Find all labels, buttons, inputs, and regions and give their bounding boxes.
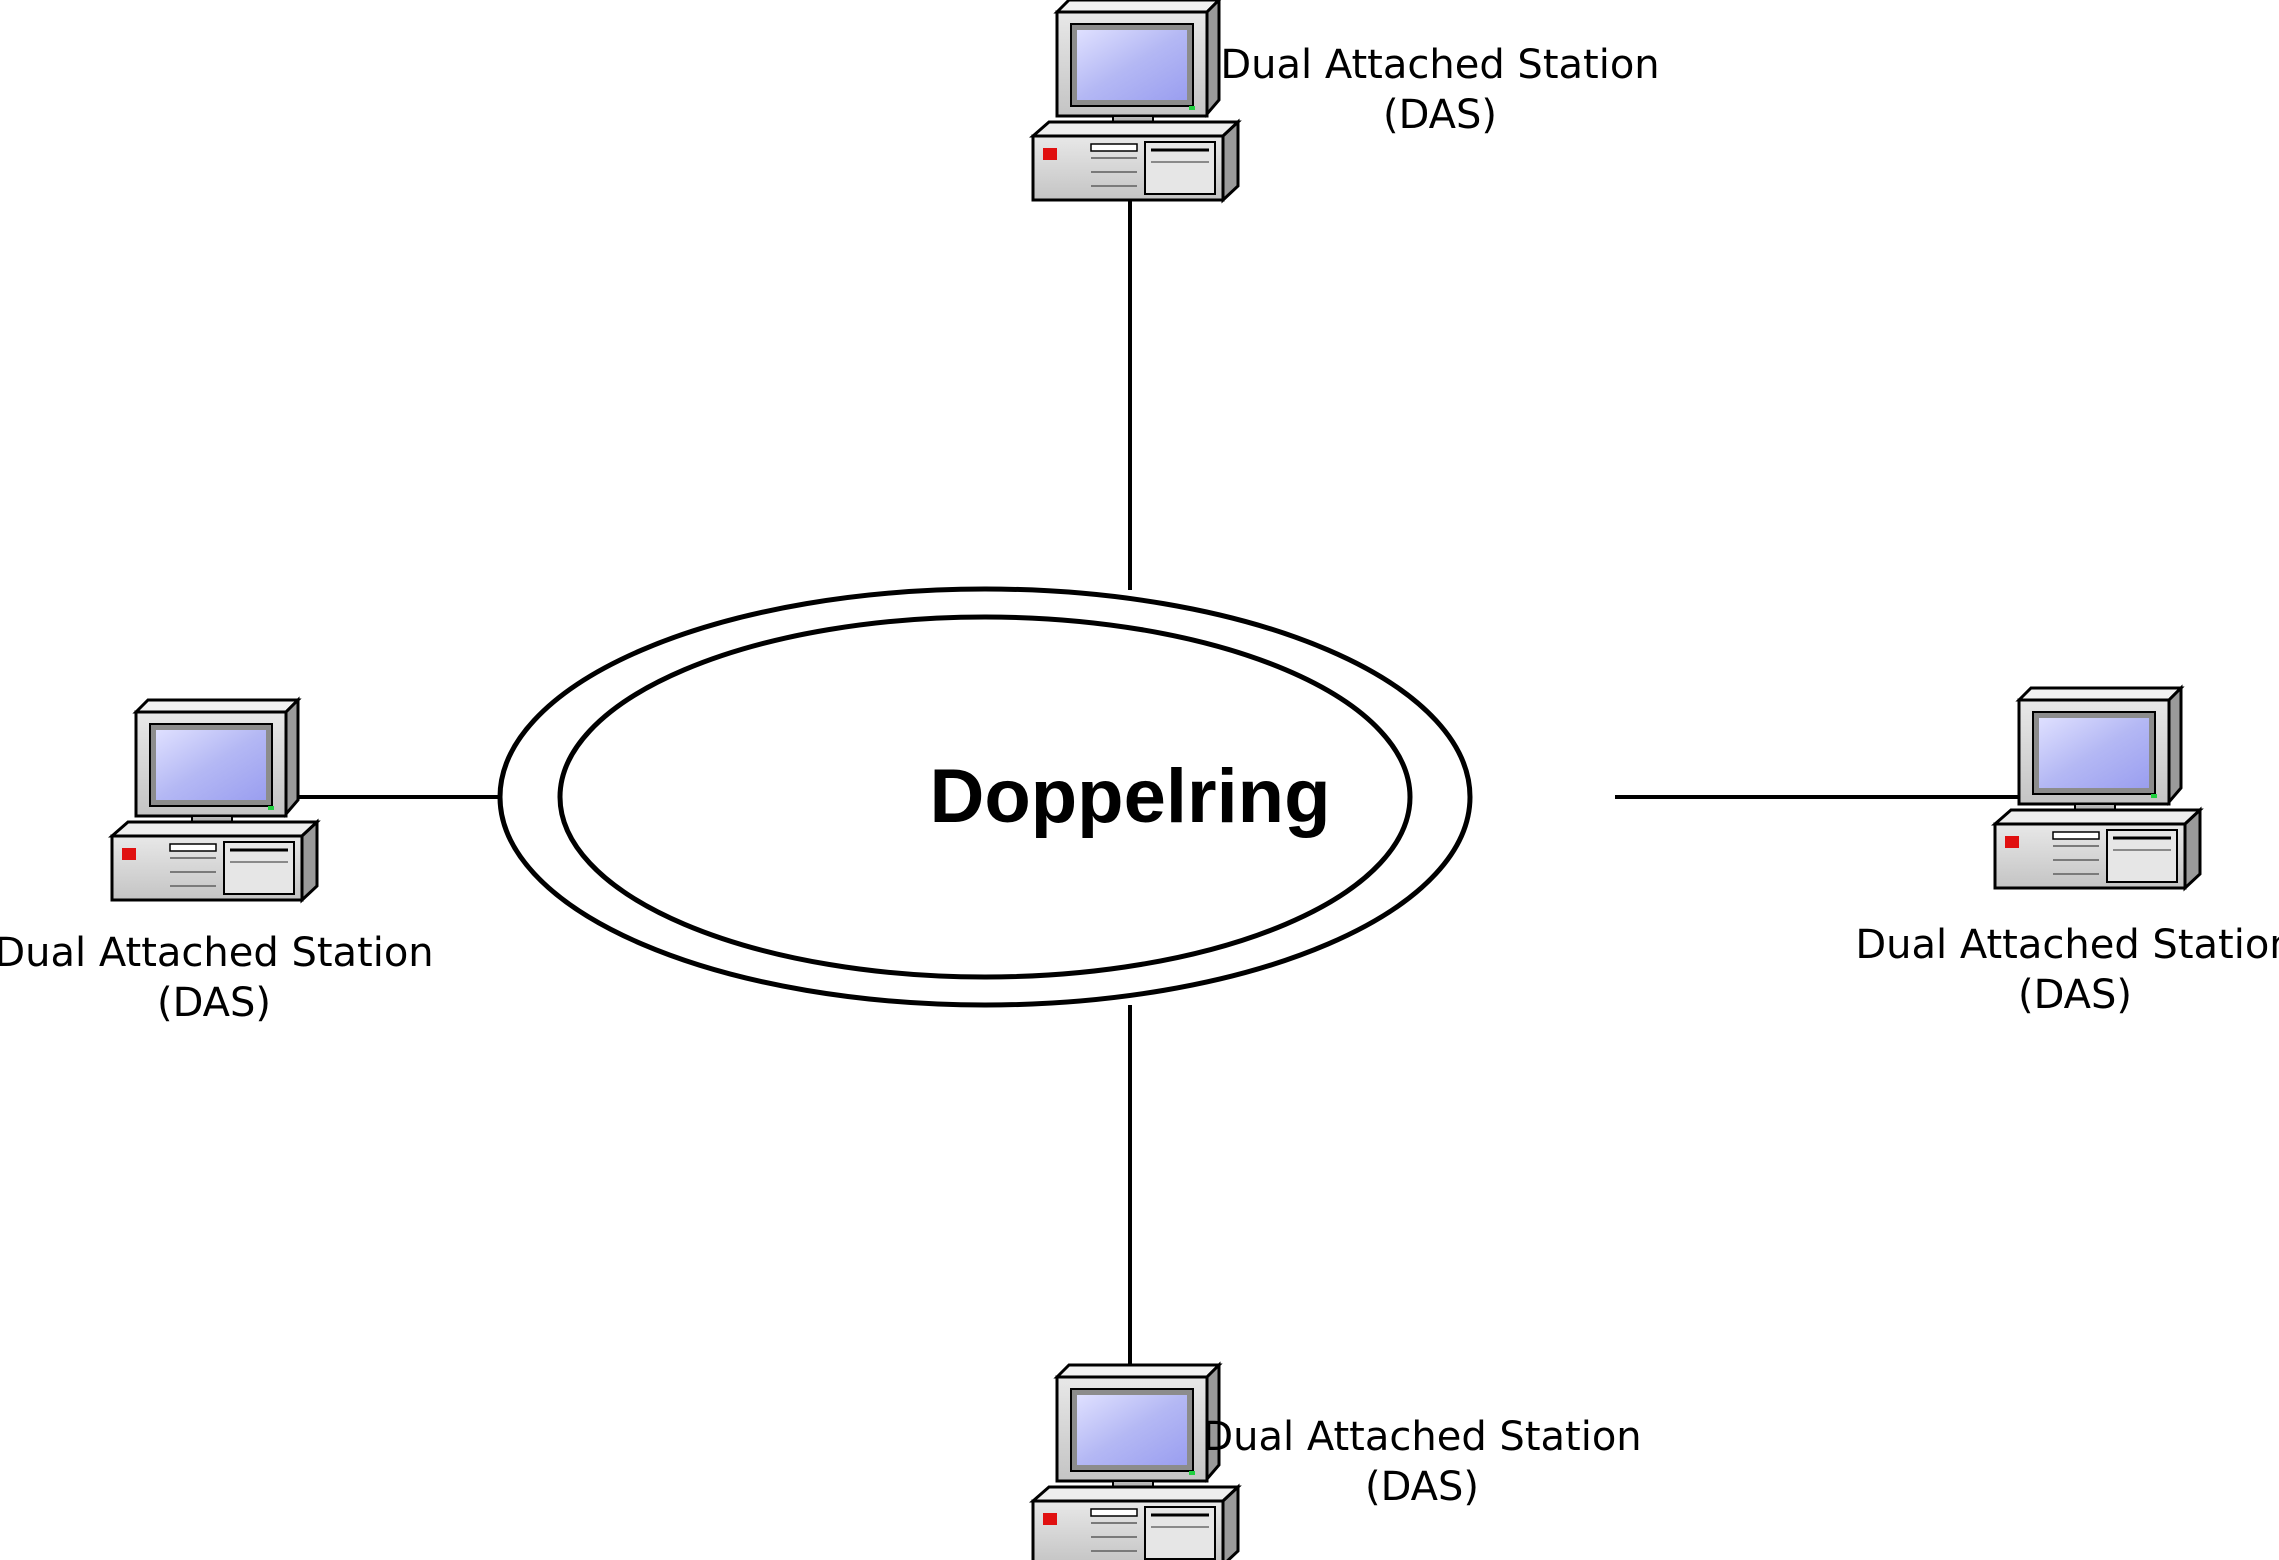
station-right: Dual Attached Station (DAS) [1855, 686, 2279, 1018]
desktop-computer-icon [1993, 686, 2202, 890]
station-label: Dual Attached Station [1855, 922, 2279, 968]
ring-title: Doppelring [929, 754, 1330, 839]
desktop-computer-icon [110, 698, 319, 902]
station-label: Dual Attached Station [0, 930, 434, 976]
connections [290, 200, 2020, 1368]
inner-ring [557, 614, 1413, 980]
station-label-abbr: (DAS) [2018, 972, 2132, 1018]
desktop-computer-icon [1031, 0, 1240, 202]
station-label: Dual Attached Station [1202, 1414, 1641, 1460]
station-label-abbr: (DAS) [157, 980, 271, 1026]
station-top: Dual Attached Station (DAS) [1031, 0, 1660, 202]
double-ring: Doppelring [497, 586, 1473, 1008]
desktop-computer-icon [1031, 1363, 1240, 1560]
station-left: Dual Attached Station (DAS) [0, 698, 434, 1026]
station-bottom: Dual Attached Station (DAS) [1031, 1363, 1642, 1560]
station-label-abbr: (DAS) [1383, 92, 1497, 138]
station-label: Dual Attached Station [1220, 42, 1659, 88]
station-label-abbr: (DAS) [1365, 1464, 1479, 1510]
